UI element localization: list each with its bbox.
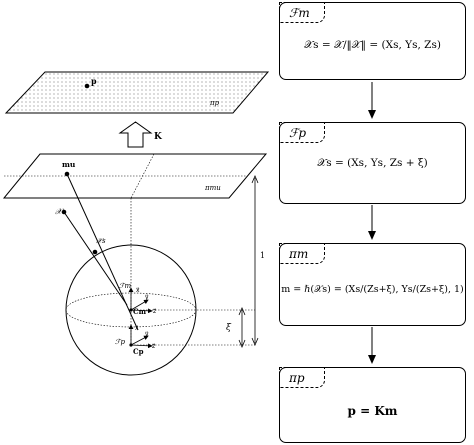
plane-p-tag: πp [279, 367, 325, 388]
plane-m-tag: πm [279, 243, 325, 264]
plane-m-equation: m = ℏ(𝒳s) = (Xs/(Zs+ξ), Ys/(Zs+ξ), 1) [281, 284, 464, 295]
normalized-plane [2, 153, 268, 199]
distance-xi-label: ξ [226, 323, 232, 333]
projected-point [64, 171, 70, 177]
plane-p-box: πp p = Km [279, 367, 466, 443]
axis-z-p-label: z⃗ [152, 343, 155, 350]
frame-p-label: ℱp [115, 338, 126, 346]
pixel-point [84, 83, 90, 89]
projected-point-label: mu [62, 160, 76, 169]
transform-label: K [154, 132, 163, 142]
frame-p-box: ℱp 𝒳s = (Xs, Ys, Zs + ξ) [279, 122, 466, 204]
pixel-point-label: p [91, 76, 97, 86]
plane-m-box: πm m = ℏ(𝒳s) = (Xs/(Zs+ξ), Ys/(Zs+ξ), 1) [279, 243, 466, 326]
frame-m-tag: ℱm [279, 2, 325, 23]
sphere-point-label: 𝒳s [96, 237, 106, 245]
frame-m-equation: 𝒳s = 𝒳/‖𝒳‖ = (Xs, Ys, Zs) [304, 39, 441, 51]
world-point-label: 𝒳 [55, 207, 65, 216]
frame-p-equation: 𝒳s = (Xs, Ys, Zs + ξ) [317, 157, 428, 169]
world-point [61, 209, 67, 215]
center-m-label: Cm [133, 307, 147, 316]
center-p-label: Cp [133, 347, 144, 356]
distance-one-label: 1 [260, 251, 265, 260]
axis-x-p-label: x⃗ [135, 325, 139, 332]
sphere-point [92, 249, 98, 255]
frame-p-tag: ℱp [279, 122, 325, 143]
axis-x-m-label: x⃗ [136, 287, 140, 294]
axis-z-m-label: z⃗ [153, 308, 156, 315]
image-plane-pixels-label: πp [209, 99, 220, 107]
axis-y-m-label: y⃗ [145, 294, 149, 301]
axis-y-p-label: y⃗ [145, 331, 149, 338]
transform-arrow [118, 121, 153, 148]
frame-m-label: ℱm [119, 282, 132, 290]
plane-p-equation: p = Km [347, 404, 398, 418]
image-plane-pixels [4, 71, 270, 114]
frame-m-box: ℱm 𝒳s = 𝒳/‖𝒳‖ = (Xs, Ys, Zs) [279, 2, 466, 80]
normalized-plane-label: πmu [204, 184, 221, 192]
